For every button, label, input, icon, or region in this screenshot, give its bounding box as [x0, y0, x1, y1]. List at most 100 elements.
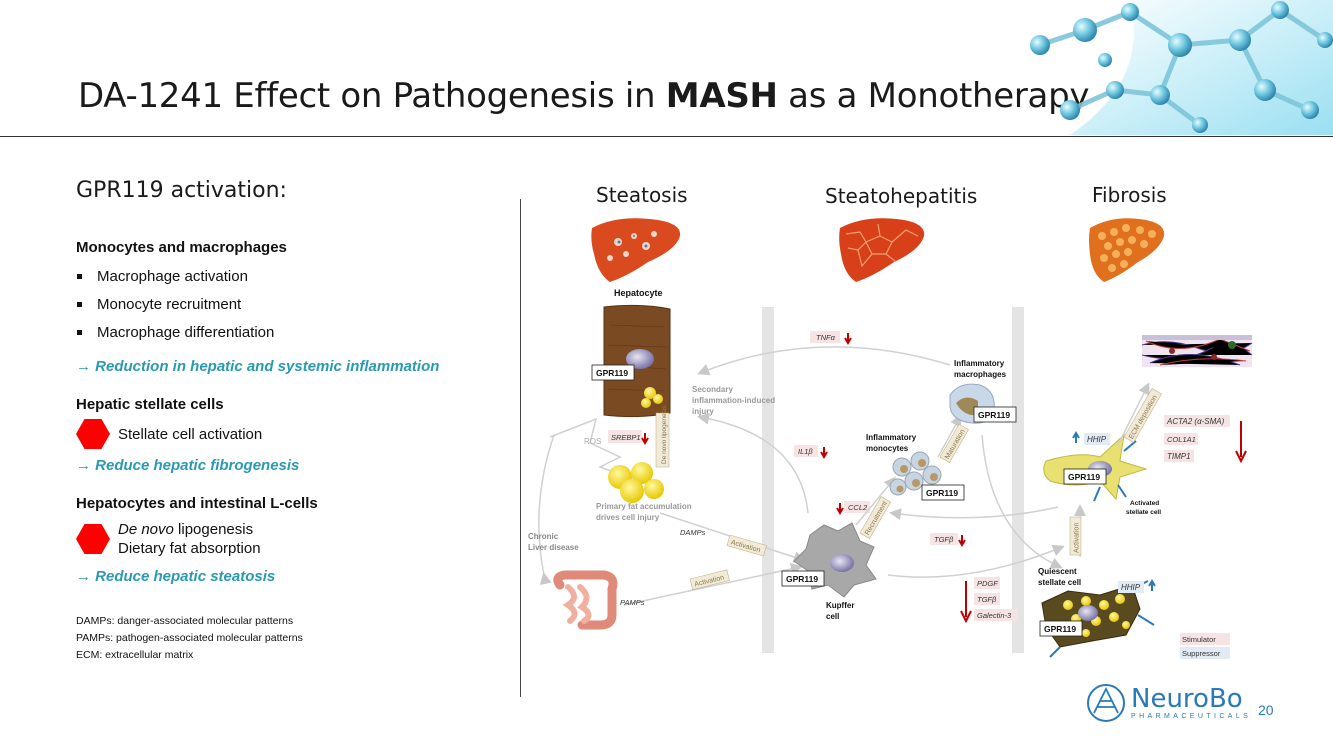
hepatocyte-label: Hepatocyte	[614, 288, 663, 298]
logo-sub: PHARMACEUTICALS	[1131, 713, 1252, 720]
title-text: DA-1241 Effect on Pathogenesis in	[78, 76, 666, 116]
logo-name: NeuroBo	[1131, 684, 1243, 714]
activation-label: Activation	[1074, 523, 1081, 553]
hex-text-hepatocytes: De novo lipogenesis Dietary fat absorpti…	[118, 520, 261, 558]
macrophage-to-hepatocyte-arrow	[697, 346, 951, 376]
page-number: 20	[1258, 702, 1274, 718]
bullet-item: Macrophage differentiation	[76, 324, 496, 352]
down-arrow-icon	[820, 447, 828, 459]
title-text-end: as a Monotherapy	[777, 76, 1090, 116]
footnote-pamps: PAMPs: pathogen-associated molecular pat…	[76, 632, 303, 644]
gpr119-label: GPR119	[978, 410, 1010, 420]
lipogenesis-text: lipogenesis	[173, 521, 254, 538]
hepatocyte-nucleus	[626, 349, 654, 369]
monocyte-cluster	[889, 451, 942, 496]
ros-label: ROS	[584, 437, 601, 446]
section-head-hepatocytes: Hepatocytes and intestinal L-cells	[76, 495, 318, 512]
molecule-graphic	[1030, 0, 1333, 135]
section-head-monocytes: Monocytes and macrophages	[76, 239, 287, 256]
infl-monocytes-label-2: monocytes	[866, 444, 909, 453]
down-arrow-icon	[844, 333, 852, 345]
gpr119-box	[1063, 468, 1107, 485]
gpr119-box	[591, 364, 635, 381]
pamps-label: PAMPs	[620, 598, 645, 607]
secondary-label-3: injury	[692, 407, 714, 416]
legend-suppressor-swatch	[1180, 647, 1230, 659]
footnote-ecm: ECM: extracellular matrix	[76, 649, 194, 661]
quiescent-label-1: Quiescent	[1038, 567, 1077, 576]
hex-row-hepatocytes: De novo lipogenesis Dietary fat absorpti…	[76, 520, 496, 558]
gpr119-label: GPR119	[596, 368, 628, 378]
tgfb2-label: TGFβ	[977, 595, 997, 604]
recruitment-arrow	[855, 476, 896, 526]
primary-fat-label-1: Primary fat accumulation	[596, 502, 692, 511]
tgfb-label: TGFβ	[934, 535, 954, 544]
col1a1-label: COL1A1	[1167, 435, 1196, 444]
srebp1-label: SREBP1	[611, 433, 641, 442]
srebp1-tag	[608, 430, 642, 443]
bullet-item: Monocyte recruitment	[76, 296, 496, 324]
intestine-icon	[553, 570, 618, 630]
secondary-label-1: Secondary	[692, 385, 733, 394]
outcome-fibrogenesis: → Reduce hepatic fibrogenesis	[76, 457, 300, 474]
title-bold: MASH	[665, 76, 778, 116]
de-novo-label: De novo lipogenesis	[661, 405, 668, 464]
secondary-label-2: inflammation-induced	[692, 396, 775, 405]
activated-stellate-label-2: stellate cell	[1126, 509, 1161, 516]
activated-stellate-label-1: Activated	[1130, 500, 1159, 507]
stage-label-steatohepatitis: Steatohepatitis	[825, 184, 978, 208]
outcome-steatosis: → Reduce hepatic steatosis	[76, 568, 276, 585]
infl-macrophages-label-1: Inflammatory	[954, 359, 1005, 368]
outcome-inflammation: → Reduction in hepatic and systemic infl…	[76, 358, 440, 375]
gpr119-heading: GPR119 activation:	[76, 178, 287, 203]
de-novo-tag	[655, 412, 670, 468]
chronic-label-1: Chronic	[528, 532, 559, 541]
infl-monocytes-label-1: Inflammatory	[866, 433, 917, 442]
vertical-divider	[520, 199, 521, 697]
bullet-item: Macrophage activation	[76, 268, 496, 296]
slide-title: DA-1241 Effect on Pathogenesis in MASH a…	[78, 76, 1089, 116]
acta2-label: ACTA2 (α-SMA)	[1166, 417, 1225, 426]
legend-suppressor-label: Suppressor	[1182, 649, 1221, 658]
liver-steatohepatitis-icon	[839, 218, 925, 282]
gpr119-box	[781, 570, 825, 587]
gpr119-label: GPR119	[1044, 624, 1076, 634]
de-novo-text: De novo	[118, 521, 174, 538]
hex-text-stellate: Stellate cell activation	[118, 425, 263, 443]
gpr119-box	[1039, 620, 1083, 637]
bullet-list-monocytes: Macrophage activation Monocyte recruitme…	[76, 268, 496, 352]
gpr119-box	[973, 406, 1017, 423]
hhip-label: HHIP	[1087, 435, 1107, 444]
hex-row-stellate: Stellate cell activation	[76, 419, 496, 449]
fat-absorption-text: Dietary fat absorption	[118, 540, 261, 557]
stellate-to-monocyte-arrow	[889, 506, 1059, 521]
gpr119-label: GPR119	[1068, 472, 1100, 482]
footnotes: DAMPs: danger-associated molecular patte…	[76, 613, 496, 664]
neurobo-logo: NeuroBo PHARMACEUTICALS	[1086, 683, 1251, 723]
liver-fibrosis-icon	[1089, 218, 1165, 282]
suppressor-hexagon-icon	[76, 524, 110, 554]
down-arrow-icon	[836, 503, 844, 515]
gpr119-box	[921, 484, 965, 501]
left-panel: GPR119 activation: Monocytes and macroph…	[76, 178, 496, 664]
section-head-stellate: Hepatic stellate cells	[76, 396, 224, 413]
chronic-label-2: Liver disease	[528, 543, 579, 552]
hhip-label: HHIP	[1121, 583, 1141, 592]
liver-steatosis-icon	[591, 218, 681, 282]
suppressor-hexagon-icon	[76, 419, 110, 449]
pamps-arrow	[623, 563, 803, 606]
primary-fat-label-2: drives cell injury	[596, 513, 660, 522]
ros-bolt	[549, 417, 629, 478]
chronic-arrow	[538, 434, 555, 586]
gpr119-label: GPR119	[786, 574, 818, 584]
kupffer-label-2: cell	[826, 612, 839, 621]
ecm-tissue-icon	[1141, 335, 1253, 367]
down-arrow-icon	[641, 433, 649, 445]
up-arrow-icon	[1072, 431, 1080, 443]
stage-divider-band	[1012, 307, 1024, 653]
up-arrow-icon	[1148, 579, 1156, 591]
fat-droplets	[608, 462, 664, 503]
neurobo-logo-icon	[1087, 684, 1125, 722]
down-arrow-icon	[1235, 421, 1247, 464]
kupffer-to-stellate-arrow	[887, 544, 1065, 578]
